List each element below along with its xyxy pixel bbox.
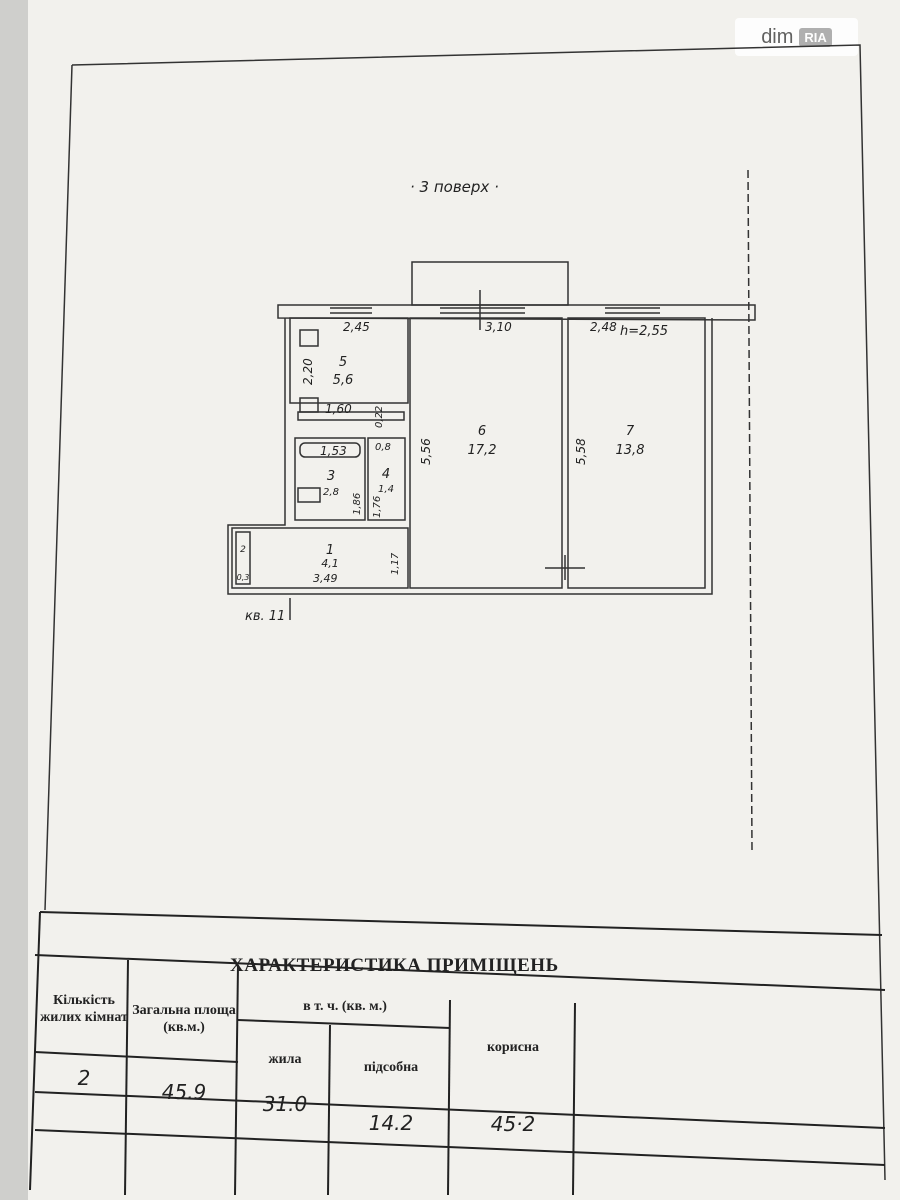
- room-1: [231, 527, 409, 589]
- dimension: 2,45: [343, 320, 370, 334]
- header-living: жила: [268, 1051, 302, 1067]
- frame-line: [71, 44, 886, 1181]
- room-7: [567, 317, 706, 589]
- value-total-area: 45.9: [161, 1080, 207, 1104]
- header-useful: корисна: [486, 1039, 539, 1055]
- room-2: [235, 531, 251, 585]
- exterior-wall: [277, 304, 756, 321]
- room-area: 0,3: [237, 573, 250, 582]
- value-living: 31.0: [262, 1092, 308, 1116]
- ceiling-height: h=2,55: [620, 324, 668, 339]
- header-total-area: Загальна площа (кв.м.): [132, 1003, 236, 1035]
- frame-dashed-line: [747, 169, 753, 851]
- dimension: 0,8: [375, 442, 391, 453]
- watermark-ria: RIA: [799, 27, 832, 47]
- room-area: 13,8: [616, 443, 645, 458]
- watermark-logo: dim RIA: [735, 18, 858, 56]
- room-area: 4,1: [321, 557, 339, 570]
- document-page: [28, 0, 900, 1200]
- dimension: 2,20: [301, 358, 315, 385]
- balcony: [411, 261, 569, 306]
- room-area: 17,2: [468, 443, 497, 458]
- room-3: [294, 437, 366, 521]
- header-auxiliary: підсобна: [363, 1059, 419, 1075]
- dimension: 1,76: [372, 496, 383, 518]
- room-number: 2: [240, 545, 246, 555]
- watermark-dim: dim: [761, 25, 794, 48]
- room-5: [289, 317, 409, 404]
- dimension: 2,48: [590, 320, 617, 334]
- frame-line: [44, 64, 73, 911]
- dimension: 1,17: [390, 552, 401, 575]
- room-number: 4: [382, 467, 390, 482]
- dimension: 0,22: [374, 406, 385, 428]
- room-number: 3: [327, 469, 335, 484]
- dimension: 5,58: [574, 438, 588, 465]
- dimension: 3,49: [313, 572, 338, 585]
- room-6: [409, 317, 563, 589]
- table-grid: [29, 911, 886, 1196]
- room-area: 1,4: [378, 484, 394, 495]
- dimension: 1,86: [352, 493, 363, 515]
- dimension: 5,56: [419, 438, 433, 465]
- room-number: 5: [339, 355, 347, 370]
- room-number: 7: [626, 424, 635, 439]
- header-rooms: Кількість жилих кімнат: [40, 993, 128, 1025]
- apartment-label: кв. 11: [245, 609, 285, 624]
- room-number: 6: [478, 424, 486, 439]
- room-area: 2,8: [323, 487, 339, 498]
- room-number: 1: [326, 543, 334, 558]
- dimension: 1,60: [325, 402, 352, 416]
- header-including: в т. ч. (кв. м.): [303, 999, 387, 1015]
- dimension: 1,53: [320, 444, 347, 458]
- table-title: ХАРАКТЕРИСТИКА ПРИМІЩЕНЬ: [230, 955, 559, 976]
- dimension: 3,10: [485, 320, 512, 334]
- background-edge: [0, 0, 28, 1200]
- value-useful: 45·2: [490, 1112, 536, 1136]
- room-4: [367, 437, 406, 521]
- value-auxiliary: 14.2: [368, 1111, 414, 1135]
- room-area: 5,6: [333, 373, 354, 388]
- floor-label: · 3 поверх ·: [410, 178, 499, 196]
- value-rooms: 2: [77, 1066, 91, 1090]
